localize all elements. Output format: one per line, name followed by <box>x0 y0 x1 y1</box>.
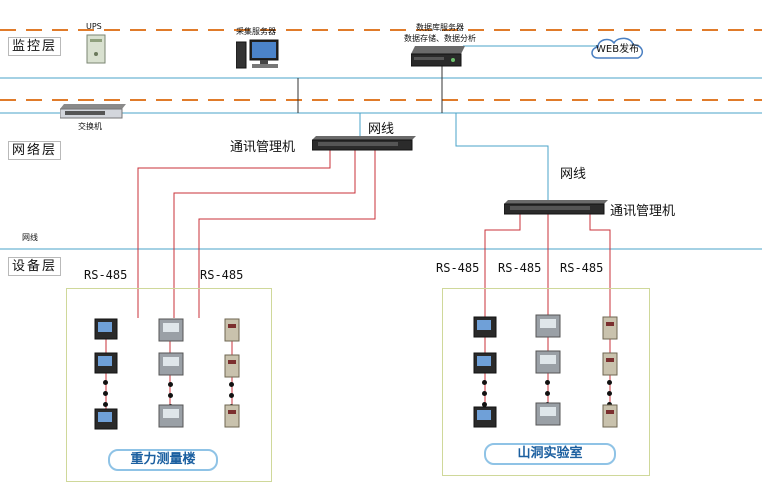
controller-icon <box>158 352 184 376</box>
rs485-label-left-b: RS-485 <box>200 268 244 282</box>
ups-icon <box>86 34 106 64</box>
ups-label: UPS <box>86 22 102 31</box>
rack-server-icon <box>411 46 465 67</box>
comm-manager-2-icon <box>504 200 608 215</box>
site-label-left: 重力测量楼 <box>108 449 218 471</box>
web-publish-label: WEB发布 <box>596 44 640 55</box>
module-icon <box>602 316 618 340</box>
controller-icon <box>535 402 561 426</box>
layer-label-monitor: 监控层 <box>8 37 62 56</box>
workstation-icon <box>236 39 279 69</box>
power-meter-icon <box>94 352 118 374</box>
power-meter-icon <box>473 352 497 374</box>
layer-label-network: 网络层 <box>8 141 62 160</box>
cable-label-small: 网线 <box>22 233 38 242</box>
cable-label-2: 网线 <box>560 167 587 182</box>
controller-icon <box>158 404 184 428</box>
cable-label-1: 网线 <box>368 122 395 137</box>
power-meter-icon <box>473 406 497 428</box>
controller-icon <box>158 318 184 342</box>
power-meter-icon <box>94 318 118 340</box>
site-zone-right <box>442 288 650 476</box>
ellipsis-dots <box>482 380 488 413</box>
site-label-right: 山洞实验室 <box>484 443 616 465</box>
controller-icon <box>535 314 561 338</box>
power-meter-icon <box>473 316 497 338</box>
comm-manager-2-label: 通讯管理机 <box>610 204 676 219</box>
rs485-label-right-b: RS-485 <box>498 261 542 275</box>
switch-icon <box>60 104 126 119</box>
switch-label: 交换机 <box>78 122 102 131</box>
module-icon <box>224 404 240 428</box>
module-icon <box>602 404 618 428</box>
rs485-label-right-c: RS-485 <box>560 261 604 275</box>
ellipsis-dots <box>103 380 109 413</box>
comm-manager-1-label: 通讯管理机 <box>230 140 296 155</box>
rs485-label-left-a: RS-485 <box>84 268 128 282</box>
power-meter-icon <box>94 408 118 430</box>
controller-icon <box>535 350 561 374</box>
layer-label-device: 设备层 <box>8 257 62 276</box>
db-server-label: 数据库服务器 <box>416 23 464 32</box>
site-zone-left <box>66 288 272 482</box>
module-icon <box>602 352 618 376</box>
cloud-icon <box>591 37 644 59</box>
db-server-sublabel: 数据存储、数据分析 <box>404 34 476 43</box>
comm-manager-1-icon <box>312 136 416 151</box>
acquisition-server-label: 采集服务器 <box>236 27 276 36</box>
rs485-label-right-a: RS-485 <box>436 261 480 275</box>
module-icon <box>224 318 240 342</box>
module-icon <box>224 354 240 378</box>
